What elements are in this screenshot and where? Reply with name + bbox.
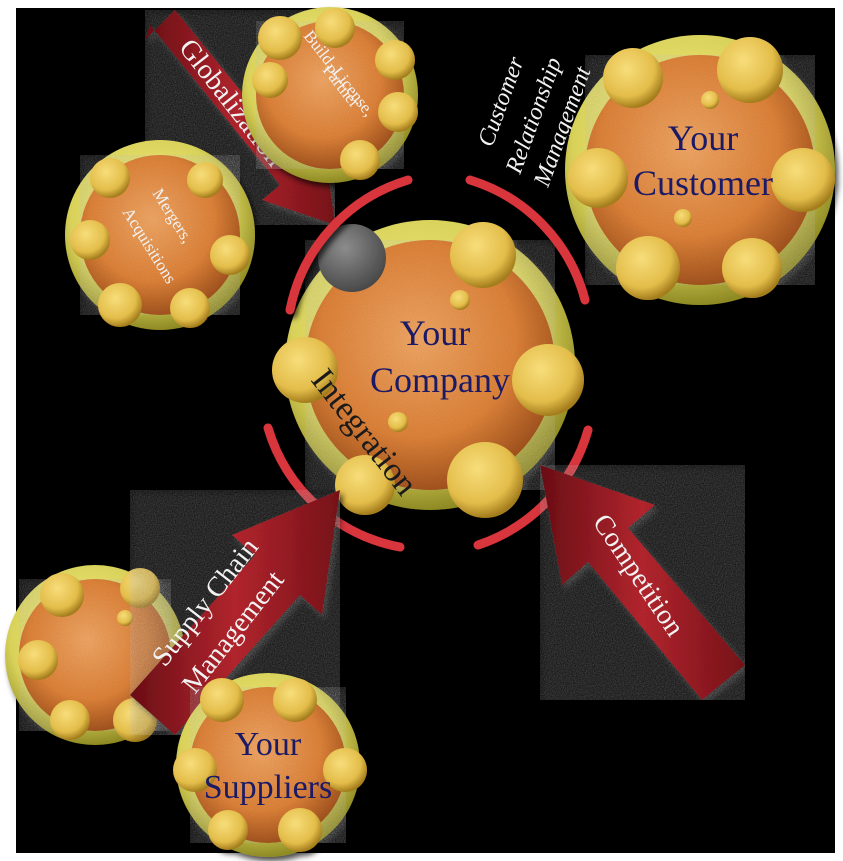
mergers-acquisitions-disc (65, 140, 255, 330)
your-suppliers-label-2: Suppliers (204, 769, 332, 806)
your-company-label-1: Your (400, 313, 470, 353)
your-company-disc (272, 220, 584, 518)
your-customer-disc (565, 35, 835, 305)
your-customer-label-2: Customer (633, 163, 773, 203)
your-suppliers-disc (173, 673, 367, 857)
build-license-partner-disc (242, 7, 418, 183)
competition-arrow (540, 465, 745, 700)
your-suppliers-label-1: Your (235, 726, 302, 763)
your-company-label-2: Company (370, 360, 510, 400)
supply-chain-arrow (130, 490, 340, 735)
your-customer-label-1: Your (668, 118, 738, 158)
